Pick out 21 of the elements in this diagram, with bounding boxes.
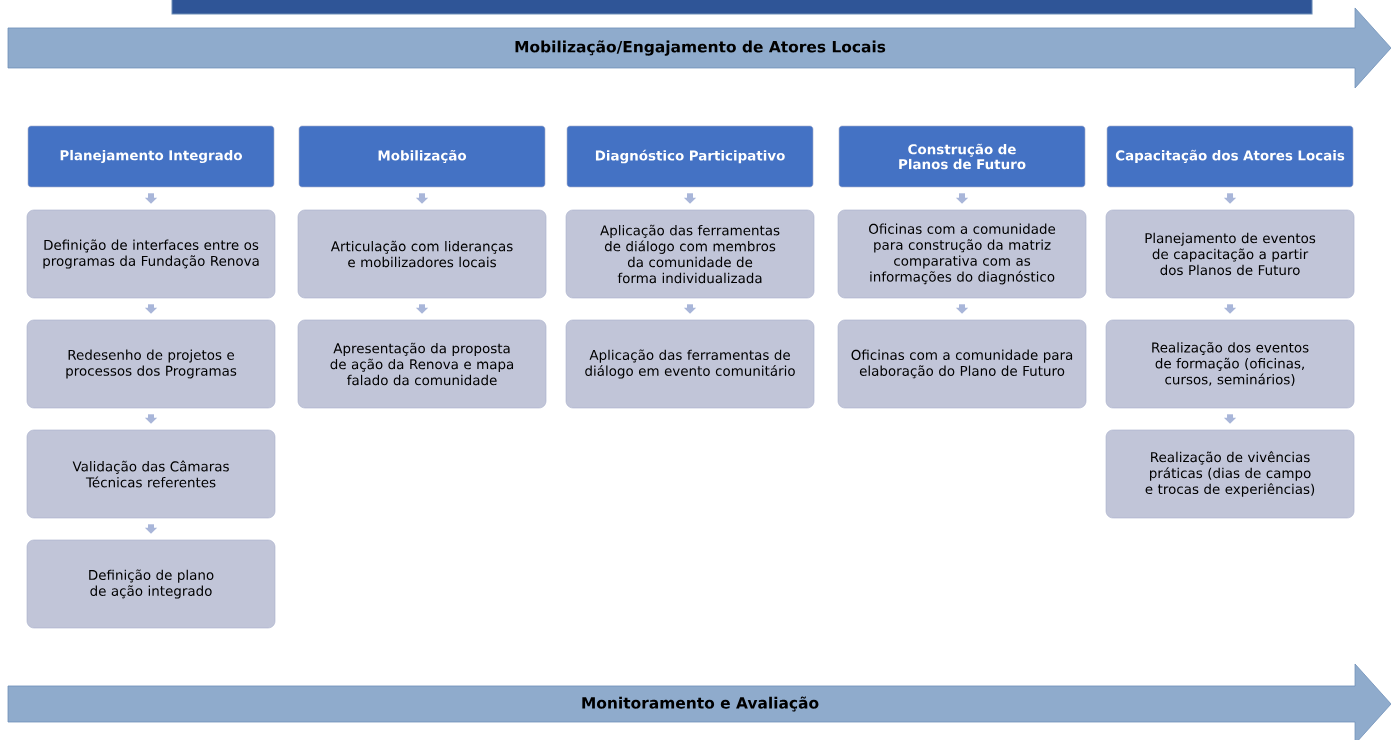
step-box: Aplicação das ferramentas de diálogo em evento comunitário — [565, 319, 815, 409]
step-box: Definição de interfaces entre os programas da Fundação Renova — [26, 209, 276, 299]
phase-banner: Mobilização/Engajamento de Atores Locais — [7, 7, 1391, 89]
step-box: Definição de plano de ação integrado — [26, 539, 276, 629]
step-box: Redesenho de projetos e processos dos Programas — [26, 319, 276, 409]
phase-box: Capacitação dos Atores Locais — [1106, 125, 1354, 188]
phase-box: Diagnóstico Participativo — [566, 125, 814, 188]
step-box: Realização de vivências práticas (dias de campo e trocas de experiências) — [1105, 429, 1355, 519]
phase-box: Mobilização — [298, 125, 546, 188]
phase-box: Planejamento Integrado — [27, 125, 275, 188]
step-box: Planejamento de eventos de capacitação a partir dos Planos de Futuro — [1105, 209, 1355, 299]
step-box: Realização dos eventos de formação (oficinas, cursos, seminários) — [1105, 319, 1355, 409]
step-box: Oficinas com a comunidade para elaboração do Plano de Futuro — [837, 319, 1087, 409]
step-box: Articulação com lideranças e mobilizadores locais — [297, 209, 547, 299]
step-box: Oficinas com a comunidade para construção da matriz comparativa com as informações do diagnóstico — [837, 209, 1087, 299]
phase-box: Construção de Planos de Futuro — [838, 125, 1086, 188]
step-box: Apresentação da proposta de ação da Renova e mapa falado da comunidade — [297, 319, 547, 409]
step-box: Aplicação das ferramentas de diálogo com membros da comunidade de forma individualizada — [565, 209, 815, 299]
phase-banner: Monitoramento e Avaliação — [7, 663, 1391, 740]
step-box: Validação das Câmaras Técnicas referentes — [26, 429, 276, 519]
title-bar — [171, 0, 1313, 15]
